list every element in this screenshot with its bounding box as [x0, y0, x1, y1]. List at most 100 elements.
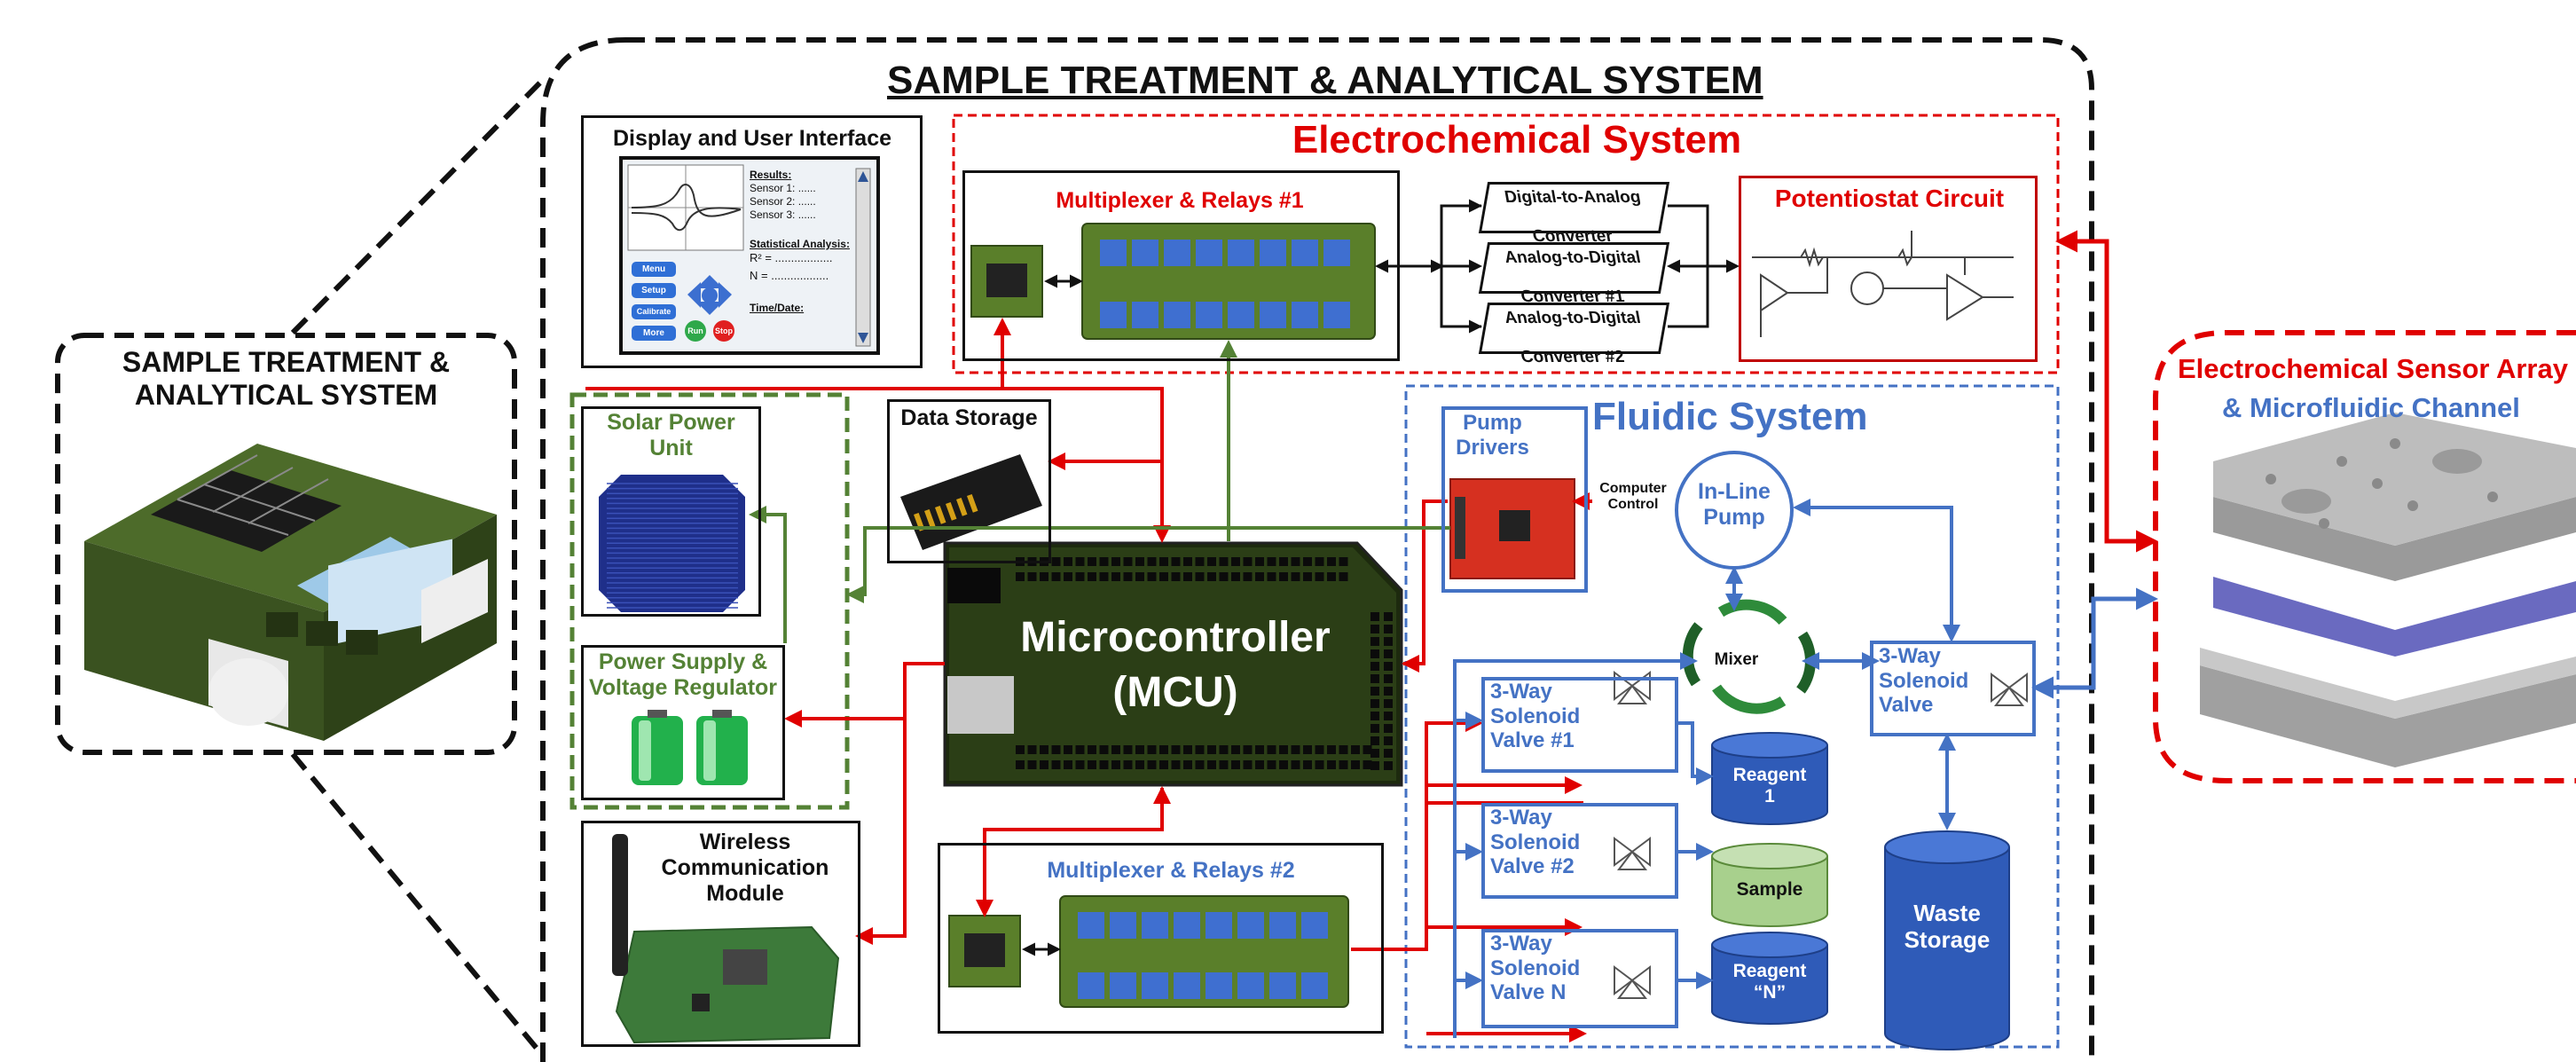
calibrate-button[interactable]: Calibrate — [632, 304, 676, 319]
more-button[interactable]: More — [632, 326, 676, 341]
mcu-pin — [1315, 557, 1324, 566]
relay-module — [1301, 972, 1328, 999]
mcu-pin — [1051, 557, 1061, 566]
pump-label-l2: Pump — [1703, 504, 1765, 530]
valve-out-l3: Valve — [1879, 693, 1934, 718]
mcu-pin — [1384, 712, 1393, 720]
mcu-pin — [1135, 557, 1144, 566]
data-storage-label: Data Storage — [900, 405, 1038, 430]
mcu-pin — [1171, 745, 1181, 754]
time-label: Time/Date: — [750, 301, 805, 314]
mcu-pin — [1327, 760, 1336, 769]
mcu-pin — [1123, 745, 1133, 754]
pump-drivers-label: Pump Drivers — [1441, 411, 1543, 460]
relay-module — [1132, 302, 1158, 328]
reagentN-label: Reagent “N” — [1716, 961, 1823, 1003]
mcu-pin — [1016, 760, 1025, 769]
mcu-pin — [1291, 760, 1300, 769]
mcu-pin — [1243, 760, 1253, 769]
mcu-pin — [1111, 557, 1120, 566]
relay-module — [1100, 302, 1127, 328]
relay-module — [1228, 240, 1254, 266]
reagent1-label: Reagent 1 — [1716, 765, 1823, 807]
mcu-pin — [1183, 745, 1192, 754]
valveN-box — [1481, 929, 1678, 1028]
adc2-label-l2: Converter #2 — [1519, 347, 1626, 366]
n-readout: N = .................. — [750, 269, 829, 283]
waste-l1: Waste — [1913, 900, 1981, 926]
setup-button[interactable]: Setup — [632, 283, 676, 298]
mcu-pin — [1384, 687, 1393, 696]
pump-drivers-box — [1441, 406, 1588, 593]
mcu-pin — [1291, 745, 1300, 754]
mcu-pin — [1303, 557, 1312, 566]
wireless-label-l3: Module — [706, 880, 784, 906]
mcu-pin — [1255, 745, 1264, 754]
mixer-label: Mixer — [1714, 650, 1759, 669]
relay-module — [1323, 302, 1350, 328]
mcu-pin — [1207, 572, 1216, 581]
valveN-label: 3-Way Solenoid Valve N — [1490, 932, 1597, 1005]
valve-out-box — [1870, 641, 2036, 736]
mcu-pin — [1370, 637, 1379, 646]
mcu-pin — [1123, 557, 1133, 566]
sensor1-readout: Sensor 1: ...... — [750, 182, 816, 194]
mcu-pin — [1291, 572, 1300, 581]
mcu-pin — [1183, 557, 1192, 566]
handheld-device-icon — [84, 444, 497, 741]
sensor-chip-icon — [2200, 413, 2576, 767]
relay-module — [1323, 240, 1350, 266]
mcu-pin — [1384, 625, 1393, 633]
relay-module — [1164, 240, 1190, 266]
device-label: SAMPLE TREATMENT & ANALYTICAL SYSTEM — [75, 346, 497, 412]
mcu-label-l2: (MCU) — [1112, 669, 1238, 717]
stop-button[interactable]: Stop — [713, 320, 734, 342]
relay-module — [1206, 912, 1232, 939]
mcu-pin — [1327, 557, 1336, 566]
mcu-pin — [1279, 745, 1288, 754]
run-button[interactable]: Run — [685, 320, 706, 342]
menu-button[interactable]: Menu — [632, 262, 676, 277]
mcu-pin — [1099, 557, 1109, 566]
waste-l2: Storage — [1904, 925, 1991, 953]
mcu-pin — [1231, 557, 1240, 566]
mux2-box — [938, 843, 1384, 1034]
relay-module — [1196, 302, 1222, 328]
relay-module — [1110, 972, 1136, 999]
power-label-l2: Voltage Regulator — [588, 674, 778, 700]
valve2-l2: Solenoid — [1490, 830, 1581, 854]
power-supply-box — [581, 645, 785, 800]
results-label: Results: — [750, 169, 792, 181]
mcu-pin — [1159, 745, 1168, 754]
sensor2-readout: Sensor 2: ...... — [750, 195, 816, 208]
mcu-pin — [1384, 637, 1393, 646]
valveN-l1: 3-Way — [1490, 932, 1552, 956]
mcu-pin — [1159, 557, 1168, 566]
mcu-pin — [1111, 572, 1120, 581]
display-box — [581, 115, 923, 368]
relay-module — [1110, 912, 1136, 939]
mcu-board-icon — [943, 541, 1403, 787]
mcu-pin — [1159, 760, 1168, 769]
mcu-pin — [1315, 572, 1324, 581]
display-title: Display and User Interface — [612, 126, 891, 151]
valve-out-label: 3-Way Solenoid Valve — [1879, 644, 1985, 718]
mcu-pin — [1016, 572, 1025, 581]
mcu-pin — [1088, 572, 1096, 581]
reagent-n-cylinder — [1711, 932, 1828, 1025]
sample-label: Sample — [1736, 879, 1803, 900]
relay-module — [1292, 240, 1318, 266]
relay-module — [1078, 972, 1104, 999]
mcu-pin — [1135, 745, 1144, 754]
valve-out-l1: 3-Way — [1879, 644, 1941, 668]
mcu-pin — [1027, 572, 1037, 581]
mcu-pin — [1147, 572, 1157, 581]
mcu-pin — [1231, 572, 1240, 581]
mux-chip-2-icon — [948, 915, 1021, 987]
mux1-label: Multiplexer & Relays #1 — [1056, 188, 1304, 213]
mcu-pin — [1363, 760, 1372, 769]
mcu-pin — [1123, 572, 1133, 581]
mcu-pin — [1370, 749, 1379, 758]
mcu-label-l1: Microcontroller — [1020, 614, 1331, 661]
pump-label: In-Line Pump — [1681, 479, 1787, 531]
